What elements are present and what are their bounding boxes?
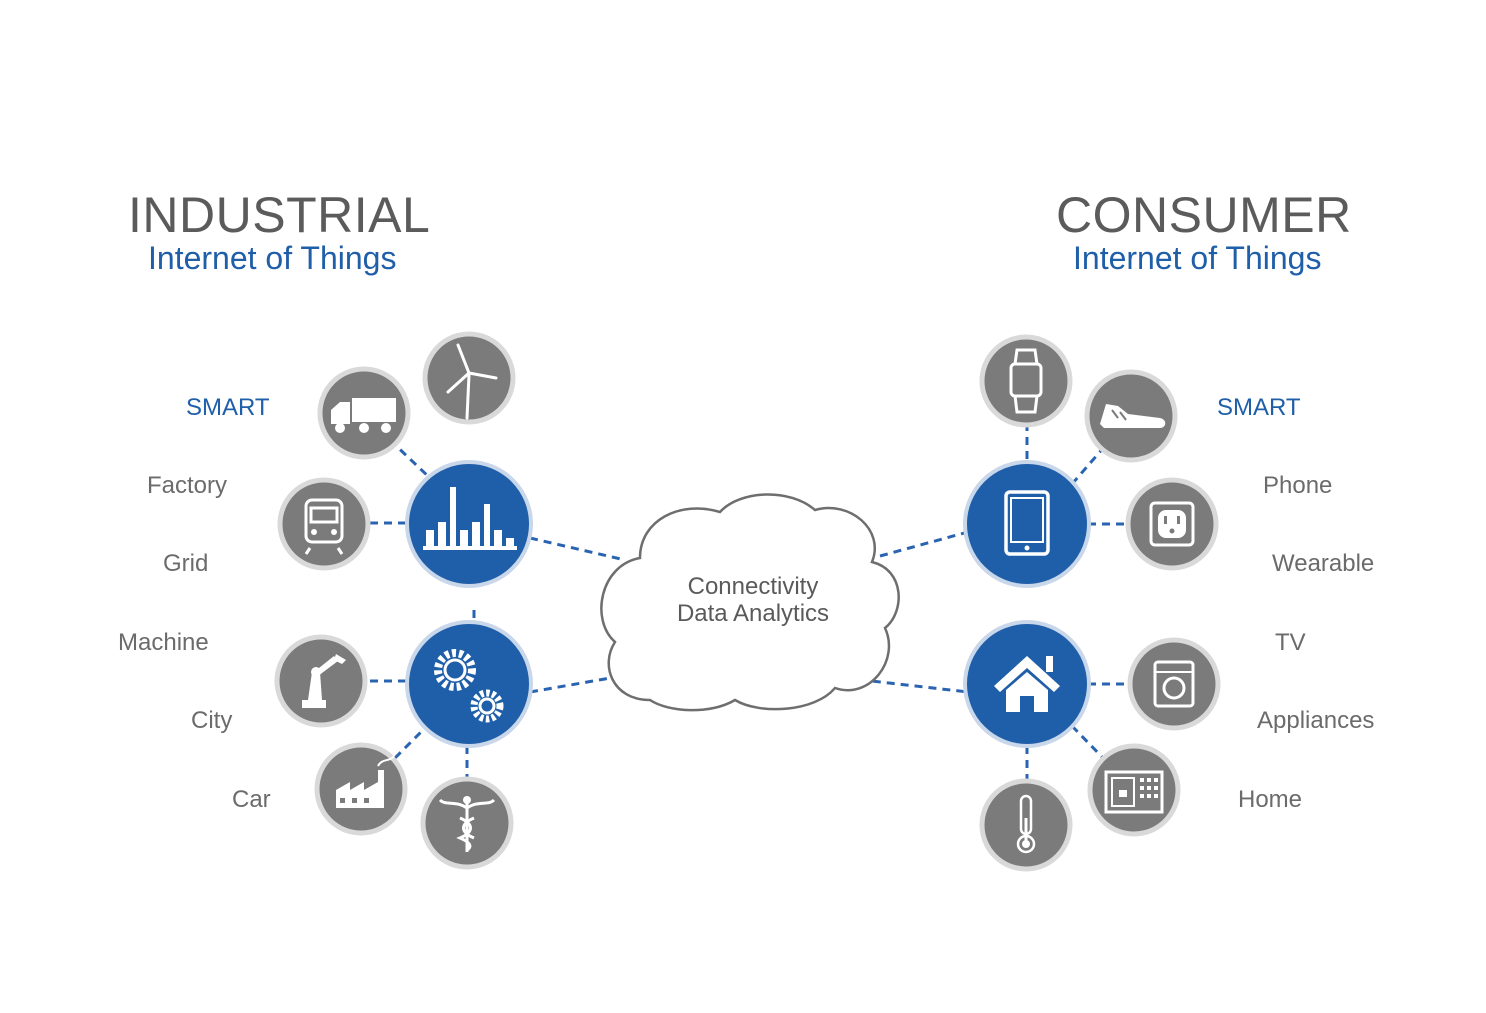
factory-icon	[314, 742, 408, 836]
industrial-item-car: Car	[232, 786, 271, 813]
factory-chart-icon	[405, 460, 533, 588]
train-icon	[277, 477, 371, 571]
cloud-line-connectivity: Connectivity	[688, 573, 819, 600]
consumer-item-tv: TV	[1275, 629, 1306, 656]
industrial-smart-label: SMART	[186, 394, 270, 421]
power-outlet-icon	[1125, 477, 1219, 571]
safe-icon	[1087, 743, 1181, 837]
consumer-item-phone: Phone	[1263, 472, 1333, 499]
cloud-line-analytics: Data Analytics	[677, 600, 829, 627]
industrial-item-factory: Factory	[147, 472, 228, 499]
industrial-item-grid: Grid	[163, 550, 209, 577]
consumer-smart-label: SMART	[1217, 394, 1301, 421]
robot-arm-icon	[274, 634, 368, 728]
industrial-subtitle: Internet of Things	[148, 240, 397, 276]
industrial-item-machine: Machine	[118, 629, 209, 656]
washing-machine-icon	[1127, 637, 1221, 731]
truck-icon	[317, 366, 411, 460]
industrial-title: INDUSTRIAL	[128, 187, 431, 243]
house-icon	[963, 620, 1091, 748]
smartwatch-icon	[979, 334, 1073, 428]
industrial-item-city: City	[191, 707, 233, 734]
cloud: Connectivity Data Analytics	[600, 493, 900, 712]
consumer-item-wearable: Wearable	[1272, 550, 1375, 577]
consumer-subtitle: Internet of Things	[1073, 240, 1322, 276]
consumer-title: CONSUMER	[1056, 187, 1352, 243]
sneaker-icon	[1084, 369, 1178, 463]
thermometer-icon	[979, 778, 1073, 872]
consumer-item-appliances: Appliances	[1257, 707, 1375, 734]
caduceus-icon	[420, 776, 514, 870]
wind-turbine-icon	[422, 331, 516, 425]
consumer-item-home: Home	[1238, 786, 1303, 813]
gears-icon	[405, 620, 533, 748]
tablet-icon	[963, 460, 1091, 588]
